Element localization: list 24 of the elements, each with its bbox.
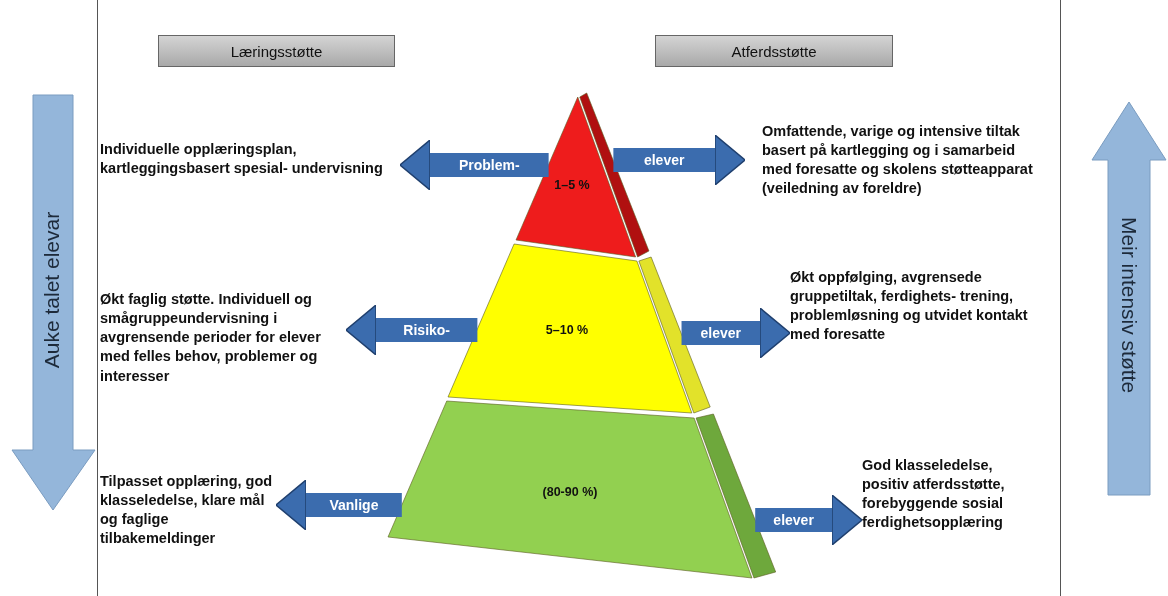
percentage-label: 5–10 % bbox=[545, 323, 589, 337]
edge-label: Vanlige bbox=[329, 497, 379, 513]
percentage-label: 1–5 % bbox=[554, 178, 590, 192]
edge-label: elever bbox=[700, 325, 741, 341]
header-box: Læringsstøtte bbox=[158, 35, 395, 67]
description-text: Omfattende, varige og intensive tiltak basert på kartlegging og i samarbeid med foresatte og skolens støtteapparat (veiledning av foreldre) bbox=[761, 122, 1034, 199]
description-text: Tilpasset opplæring, god klasseledelse, klare mål og faglige tilbakemeldinger bbox=[100, 472, 274, 549]
description-text: God klasseledelse, positiv atferdsstøtte, forebyggende sosial ferdighetsopplæring bbox=[862, 456, 1006, 533]
edge-label: Risiko- bbox=[403, 322, 451, 338]
block-arrow bbox=[345, 304, 478, 356]
block-arrow bbox=[275, 479, 402, 531]
description-text: Individuelle opplæringsplan, kartleggingsbasert spesial- undervisning bbox=[100, 140, 384, 179]
edge-label: Problem- bbox=[458, 157, 520, 173]
description-text: Økt oppfølging, avgrensede gruppetiltak, ferdighets- trening, problemløsning og utvidet kontakt med foresatte bbox=[790, 268, 1029, 345]
side-arrow-label: Meir intensiv støtte bbox=[1117, 216, 1141, 394]
side-arrow-label: Auke talet elevar bbox=[40, 211, 64, 369]
block-arrow bbox=[755, 494, 863, 546]
header-box: Atferdsstøtte bbox=[655, 35, 893, 67]
percentage-label: (80-90 %) bbox=[542, 485, 598, 499]
description-text: Økt faglig støtte. Individuell og smågruppeundervisning i avgrensende perioder for elever med felles behov, problemer og interesser bbox=[100, 290, 322, 386]
block-arrow bbox=[681, 307, 791, 359]
edge-label: elever bbox=[643, 152, 685, 168]
edge-label: elever bbox=[773, 512, 814, 528]
block-arrow bbox=[613, 134, 746, 186]
